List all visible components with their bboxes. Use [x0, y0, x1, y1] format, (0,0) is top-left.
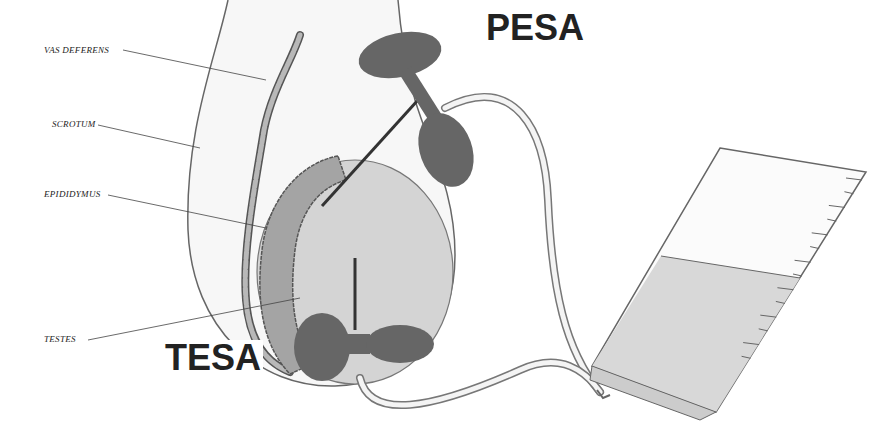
pesa-needle	[322, 25, 483, 206]
collection-container	[590, 148, 866, 420]
aspiration-tubes	[360, 97, 600, 405]
part-label: EPIDIDYMUS	[44, 189, 101, 199]
part-label: TESTES	[44, 334, 76, 344]
part-label: VAS DEFERENS	[44, 45, 109, 55]
tesa-needle	[294, 258, 434, 381]
procedure-label: TESA	[163, 340, 263, 376]
part-label: SCROTUM	[52, 119, 96, 129]
procedure-label: PESA	[486, 10, 584, 46]
leader-lines	[88, 50, 300, 340]
scrotum-outline	[188, 0, 455, 386]
